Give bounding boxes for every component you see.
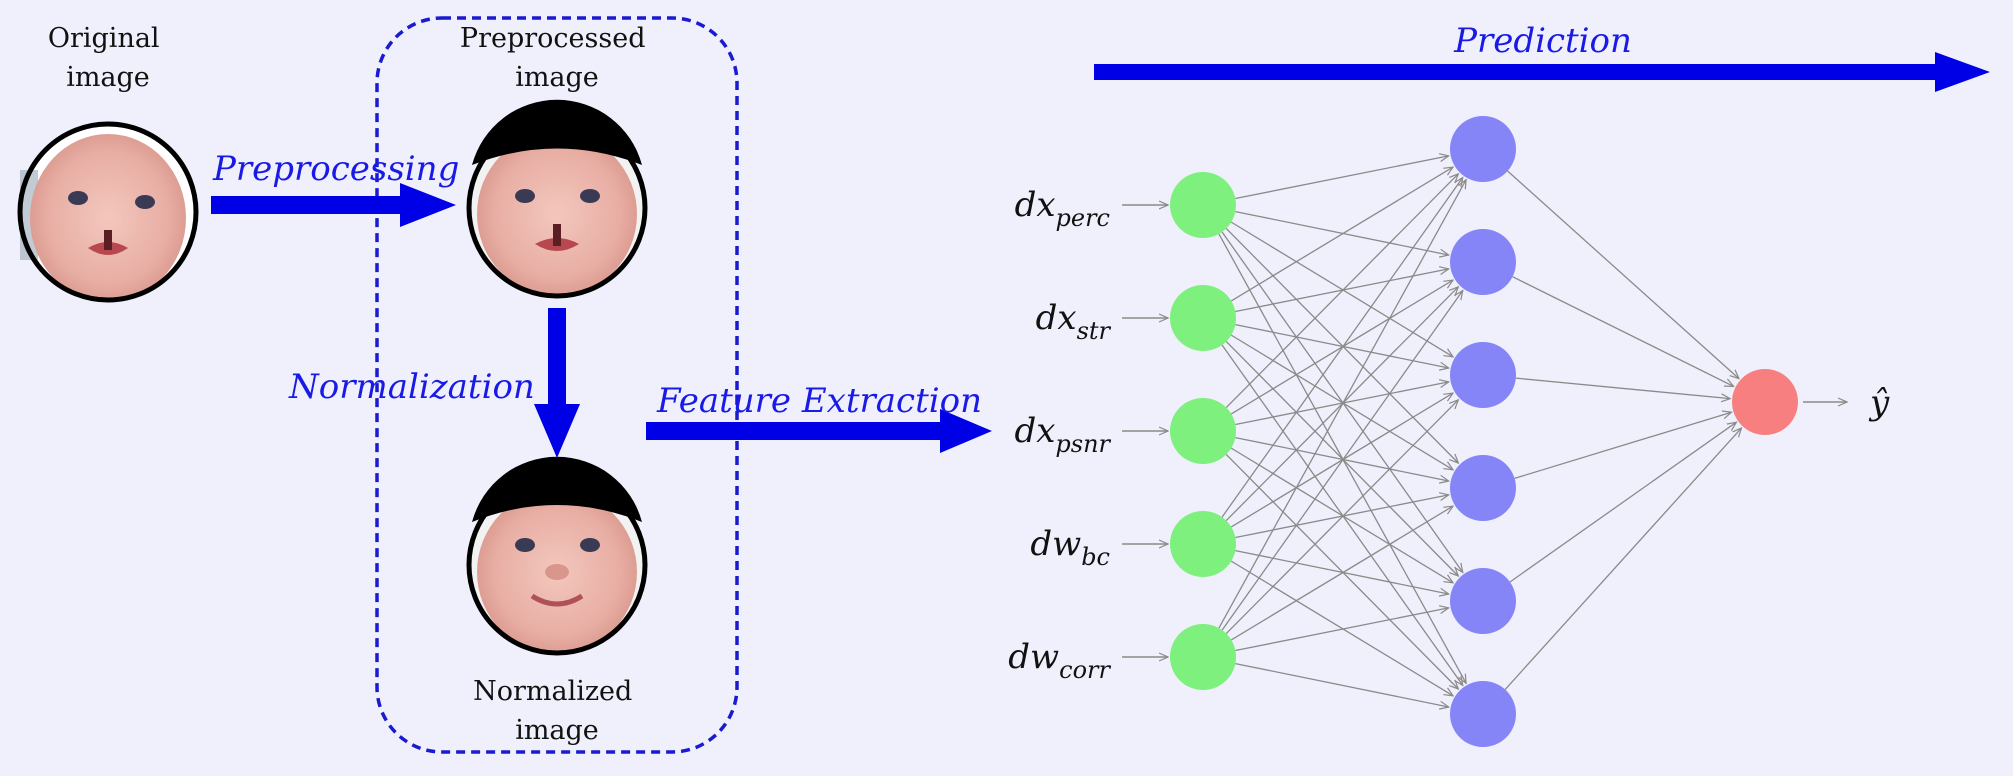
input-labels: dxperc dxstr dxpsnr dwbc dwcorr: [1008, 185, 1111, 684]
edge-input-4-hidden-2: [1225, 400, 1458, 635]
original-image-caption: Original image: [48, 23, 168, 93]
preprocessing-arrow: [211, 183, 456, 227]
preprocessed-image: [466, 99, 648, 299]
edge-input-2-hidden-0: [1225, 174, 1458, 409]
preprocessed-image-caption: Preprocessed image: [460, 23, 654, 93]
hidden-node-2: [1450, 342, 1516, 408]
input-node-1: [1170, 285, 1236, 351]
normalized-image: [466, 456, 648, 656]
input-label-perc: dxperc: [1015, 185, 1110, 232]
edge-input-1-hidden-0: [1230, 167, 1453, 302]
edge-input-0-hidden-1: [1235, 210, 1448, 255]
edge-input-3-hidden-0: [1221, 178, 1463, 518]
edge-input-4-hidden-3: [1230, 506, 1453, 641]
edge-hidden-2-output: [1515, 377, 1730, 399]
input-label-psnr: dxpsnr: [1014, 411, 1111, 458]
input-label-corr: dwcorr: [1008, 637, 1111, 684]
edge-input-4-hidden-5: [1235, 662, 1448, 707]
hidden-node-0: [1450, 116, 1516, 182]
edge-hidden-0-output: [1507, 170, 1739, 379]
input-arrows: [1122, 205, 1168, 657]
normalization-group-box: [375, 16, 739, 754]
edge-input-2-hidden-4: [1230, 447, 1453, 583]
preprocessing-label: Preprocessing: [212, 149, 459, 189]
edge-input-1-hidden-2: [1235, 323, 1448, 368]
input-node-4: [1170, 624, 1236, 690]
input-node-3: [1170, 511, 1236, 577]
output-label: ŷ: [1868, 383, 1890, 423]
edge-input-3-hidden-5: [1230, 560, 1453, 696]
edge-hidden-5-output: [1504, 428, 1741, 690]
edge-input-4-hidden-4: [1235, 608, 1448, 652]
prediction-label: Prediction: [1453, 21, 1632, 61]
input-node-2: [1170, 398, 1236, 464]
feature-extraction-arrow: [646, 409, 992, 453]
edge-input-4-hidden-0: [1218, 180, 1466, 629]
edge-input-2-hidden-3: [1235, 436, 1448, 481]
prediction-arrow: [1094, 52, 1990, 92]
feature-extraction-label: Feature Extraction: [656, 381, 982, 421]
original-image: [17, 121, 199, 303]
normalization-arrow: [534, 308, 580, 458]
edge-input-0-hidden-0: [1235, 156, 1448, 200]
input-label-str: dxstr: [1036, 298, 1112, 345]
edge-input-0-hidden-2: [1230, 221, 1453, 357]
edge-hidden-1-output: [1512, 276, 1734, 387]
input-node-0: [1170, 172, 1236, 238]
hidden-node-3: [1450, 455, 1516, 521]
normalized-image-caption: Normalized image: [473, 676, 641, 746]
network-edges: [1218, 156, 1742, 707]
input-label-bc: dwbc: [1030, 524, 1110, 571]
hidden-node-4: [1450, 568, 1516, 634]
hidden-node-5: [1450, 681, 1516, 747]
hidden-node-1: [1450, 229, 1516, 295]
output-node: [1732, 369, 1798, 435]
edge-hidden-4-output: [1509, 422, 1736, 583]
normalization-label: Normalization: [288, 367, 535, 407]
edge-hidden-3-output: [1514, 412, 1732, 479]
neural-network: dxperc dxstr dxpsnr dwbc dwcorr: [1008, 116, 1798, 747]
edge-input-1-hidden-3: [1230, 334, 1453, 470]
edge-input-3-hidden-4: [1235, 549, 1448, 594]
edge-input-4-hidden-1: [1221, 291, 1463, 631]
network-nodes: [1170, 116, 1798, 747]
